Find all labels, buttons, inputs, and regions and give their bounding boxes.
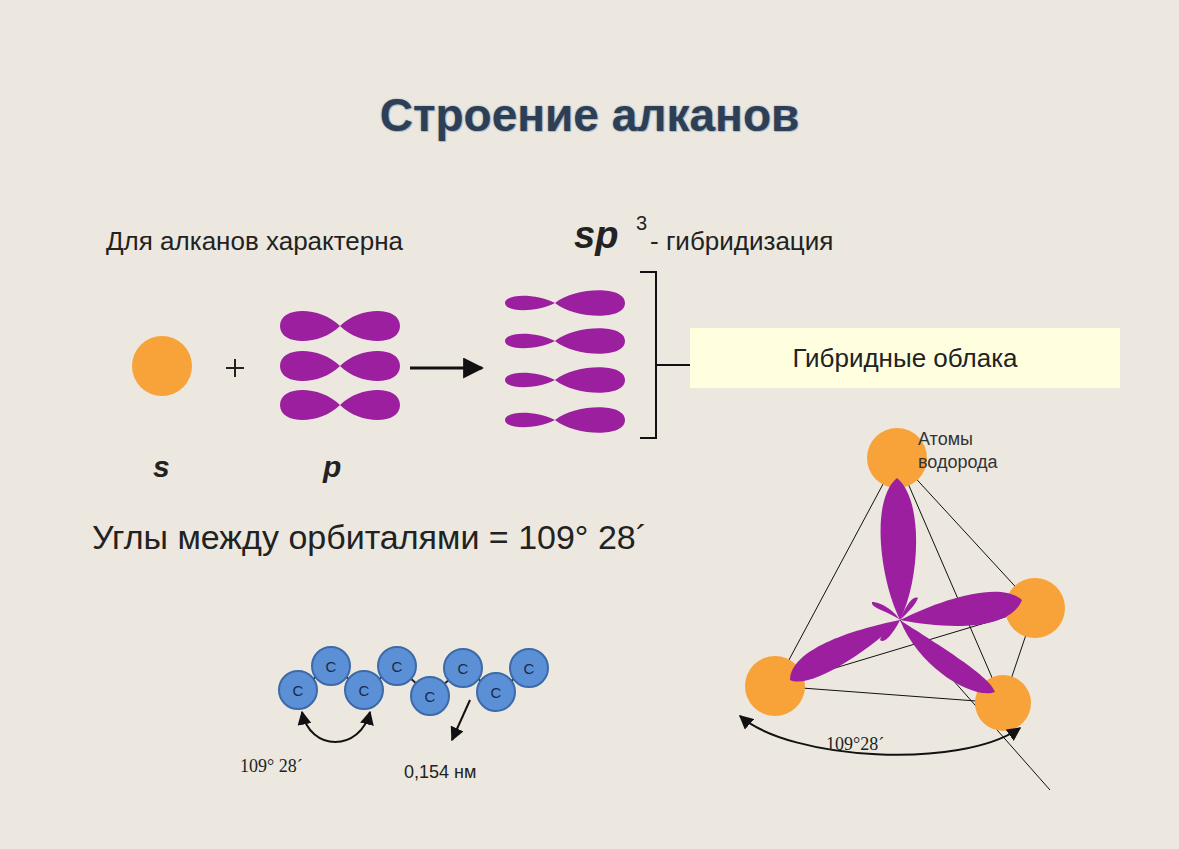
length-label: 0,154 нм — [404, 762, 476, 783]
box-text: Гибридные облака — [792, 343, 1017, 374]
carbon-atom: C — [476, 672, 516, 712]
atom-symbol: C — [524, 660, 535, 677]
label-box: Гибридные облака — [690, 328, 1120, 388]
atom-symbol: C — [293, 682, 304, 699]
carbon-atom: C — [278, 670, 318, 710]
carbon-atom: C — [410, 676, 450, 716]
reaction-arrow — [410, 367, 482, 370]
atom-symbol: C — [425, 688, 436, 705]
atom-symbol: C — [326, 658, 337, 675]
carbon-atom: C — [344, 670, 384, 710]
bracket — [640, 272, 690, 438]
angle-label: 109° 28´ — [240, 756, 303, 777]
angle-text: Углы между орбиталями = 109° 28´ — [92, 518, 647, 557]
atom-label: Атомы водорода — [918, 428, 1038, 473]
orbital-name: s — [153, 450, 170, 484]
carbon-atom: C — [509, 648, 549, 688]
s-orbital — [132, 336, 192, 396]
atom-symbol: C — [359, 682, 370, 699]
atom-symbol: C — [491, 684, 502, 701]
orbital-name: p — [323, 450, 341, 484]
angle-label: 109°28´ — [826, 734, 884, 755]
carbon-atom: C — [377, 646, 417, 686]
p-orbitals — [280, 311, 400, 420]
atom-symbol: C — [392, 658, 403, 675]
plus-sign — [226, 359, 244, 377]
bond-length-arrow — [452, 700, 470, 740]
intro-text: - гибридизация — [650, 226, 833, 257]
intro-text: Для алканов характерна — [106, 226, 403, 257]
hybrid-orbitals — [505, 290, 625, 433]
atom-symbol: C — [458, 660, 469, 677]
angle-arc — [302, 712, 370, 742]
carbon-atom: C — [443, 648, 483, 688]
page-title: Строение алканов — [0, 88, 1179, 142]
methane-model — [740, 428, 1065, 790]
superscript: 3 — [636, 212, 647, 235]
hybrid-symbol: sp — [574, 214, 618, 257]
carbon-atom: C — [311, 646, 351, 686]
